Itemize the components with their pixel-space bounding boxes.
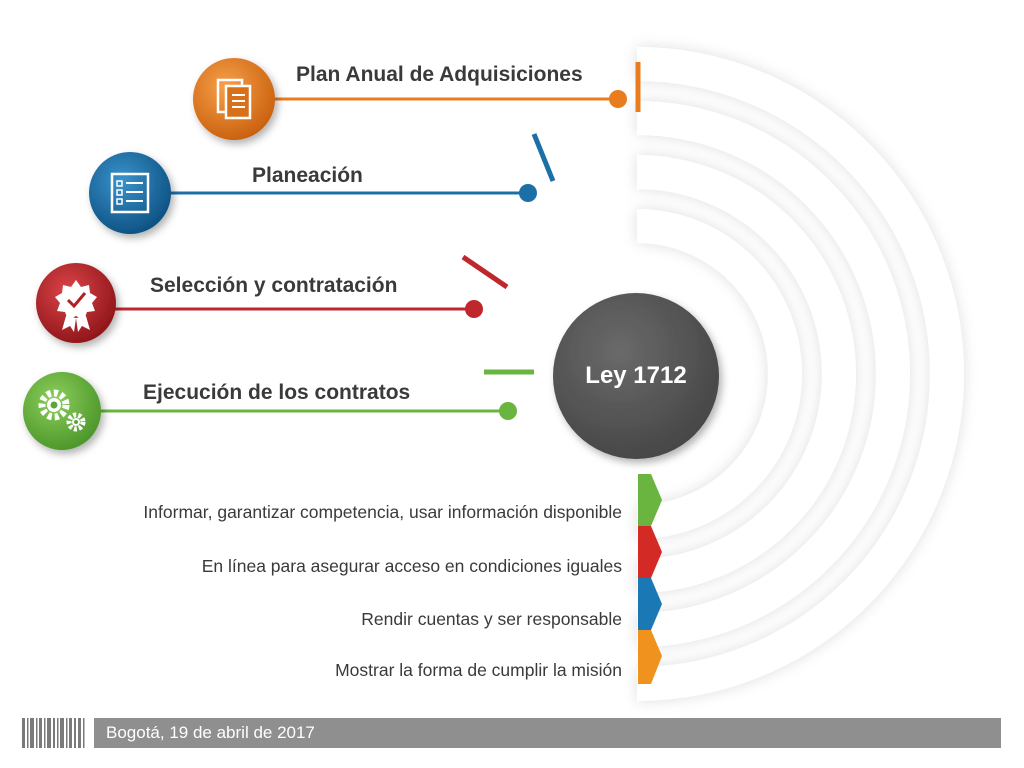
tick-blue bbox=[531, 133, 556, 182]
ring-inner bbox=[636, 209, 802, 539]
checklist-icon bbox=[89, 152, 171, 234]
stage-label-ejecucion: Ejecución de los contratos bbox=[143, 381, 411, 404]
connectors bbox=[62, 90, 627, 420]
principle-1: Informar, garantizar competencia, usar i… bbox=[143, 502, 622, 522]
principle-markers bbox=[638, 474, 662, 684]
principle-3: Rendir cuentas y ser responsable bbox=[361, 609, 622, 629]
principle-2: En línea para asegurar acceso en condici… bbox=[201, 556, 622, 576]
stage-label-seleccion: Selección y contratación bbox=[150, 274, 398, 297]
footer-date: Bogotá, 19 de abril de 2017 bbox=[106, 723, 315, 742]
tick-red bbox=[461, 254, 509, 290]
rings bbox=[636, 47, 964, 701]
center-circle bbox=[553, 293, 719, 459]
ring-2 bbox=[636, 101, 910, 647]
marker-orange bbox=[638, 630, 662, 684]
marker-blue bbox=[638, 578, 662, 630]
principle-4: Mostrar la forma de cumplir la misión bbox=[335, 660, 622, 680]
center-label: Ley 1712 bbox=[585, 362, 687, 389]
stage-label-planeacion: Planeación bbox=[252, 164, 363, 187]
marker-green bbox=[638, 474, 662, 526]
footer-bar: Bogotá, 19 de abril de 2017 bbox=[94, 718, 1001, 748]
barcode-icon bbox=[22, 718, 85, 748]
ring-3 bbox=[636, 155, 856, 593]
document-list-icon bbox=[193, 58, 275, 140]
gears-icon bbox=[23, 372, 101, 450]
award-badge-icon bbox=[36, 263, 116, 343]
marker-red bbox=[638, 526, 662, 578]
stage-label-plan-anual: Plan Anual de Adquisiciones bbox=[296, 63, 583, 86]
ring-outer bbox=[636, 47, 964, 701]
